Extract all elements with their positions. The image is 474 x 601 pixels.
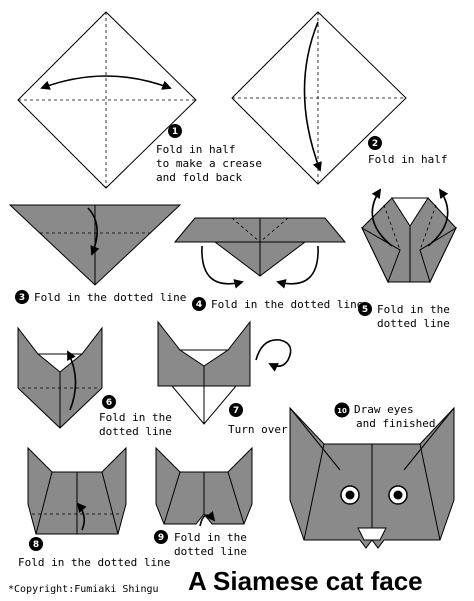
step-7-number: 7	[233, 406, 239, 416]
step-2-fold-arrow	[303, 21, 322, 172]
step-4-number-badge	[192, 297, 206, 311]
step-9-fold-arrow	[199, 511, 216, 527]
step-6-illustration	[17, 326, 103, 429]
step-8-text-line-1: Fold in the dotted line	[18, 556, 170, 569]
cat-left-pupil	[345, 490, 355, 500]
step-5-right-ear	[419, 226, 458, 284]
step-3-number-badge	[15, 290, 29, 304]
step-3-illustration	[8, 204, 182, 286]
step-9-illustration	[155, 446, 253, 527]
step-5-number-badge	[358, 302, 372, 316]
step-1-text-line-2: to make a crease	[156, 157, 262, 170]
step-4-text-line-1: Fold in the dotted line	[211, 298, 363, 311]
step-10-number-badge	[334, 402, 350, 418]
step-3-fold-arrow	[87, 207, 100, 256]
step-1-fold-arrow	[40, 75, 172, 90]
step-9-text-line-2: dotted line	[174, 545, 247, 558]
step-6-number: 6	[106, 398, 112, 408]
step-5-number: 5	[362, 305, 368, 315]
step-1-illustration	[17, 11, 197, 189]
step-6-text-line-1: Fold in the	[99, 411, 172, 424]
step-2-label: 2 Fold in half	[368, 136, 447, 166]
step-7-number-badge	[229, 403, 243, 417]
step-7-label: 7 Turn over	[228, 403, 288, 436]
cat-mouth	[357, 527, 387, 541]
step-7-illustration	[157, 320, 292, 425]
page-title: A Siamese cat face	[188, 566, 423, 596]
step-1-number-badge	[168, 124, 182, 138]
step-7-text-line-1: Turn over	[228, 423, 288, 436]
step-6-fold-arrow	[67, 350, 77, 411]
step-8-label: 8 Fold in the dotted line	[18, 537, 170, 569]
step-1-label: 1 Fold in half to make a crease and fold…	[156, 124, 262, 184]
step-5-text-line-1: Fold in the	[377, 303, 450, 316]
step-2-text-line-1: Fold in half	[368, 153, 447, 166]
step-2-illustration	[231, 11, 407, 185]
step-10-number: 10	[337, 407, 347, 415]
step-10-illustration	[289, 406, 455, 549]
step-5-center-flap	[391, 197, 429, 227]
step-4-label: 4 Fold in the dotted line	[192, 297, 363, 311]
step-1-number: 1	[172, 127, 178, 137]
step-6-label: 6 Fold in the dotted line	[99, 395, 172, 438]
step-5-text-line-2: dotted line	[377, 317, 450, 330]
step-6-text-line-2: dotted line	[99, 425, 172, 438]
step-8-illustration	[27, 446, 127, 535]
step-9-left-fold	[163, 471, 181, 525]
step-9-number-badge	[154, 530, 168, 544]
step-4-arrow-right	[276, 245, 319, 289]
step-4-number: 4	[196, 300, 202, 310]
step-4-arrow-left	[201, 245, 244, 289]
step-3-number: 3	[19, 293, 25, 303]
step-9-number: 9	[158, 533, 164, 543]
cat-face-right-fold	[419, 443, 441, 541]
step-5-left-ear	[360, 226, 401, 284]
step-9-right-fold	[227, 471, 245, 525]
cat-right-pupil	[393, 490, 403, 500]
step-8-right-fold	[101, 471, 119, 535]
step-2-number-badge	[368, 136, 382, 150]
step-10-text-line-1: Draw eyes	[354, 403, 414, 416]
step-4-crease-right	[259, 217, 289, 243]
step-10-label: 10 Draw eyes and finished	[334, 402, 435, 430]
cat-left-ear-fold	[289, 407, 341, 471]
step-4-crease-left	[231, 217, 261, 243]
step-5-crease-right	[419, 204, 437, 251]
cat-right-ear-fold	[403, 407, 455, 471]
step-8-number: 8	[33, 540, 39, 550]
step-5-illustration	[360, 188, 458, 284]
step-1-text-line-1: Fold in half	[156, 143, 235, 156]
step-9-label: 9 Fold in the dotted line	[154, 530, 247, 558]
step-8-fold-arrow	[76, 502, 87, 531]
cat-face-left-fold	[303, 443, 325, 541]
step-5-arrow-right	[427, 188, 449, 247]
copyright: *Copyright:Fumiaki Shingu	[8, 584, 159, 595]
step-3-text-line-1: Fold in the dotted line	[34, 291, 186, 304]
step-1-text-line-3: and fold back	[156, 171, 242, 184]
step-2-number: 2	[372, 139, 378, 149]
turn-over-arrow	[255, 339, 292, 372]
step-5-label: 5 Fold in the dotted line	[358, 302, 450, 330]
step-5-crease-left	[383, 204, 401, 251]
step-7-top-flap	[178, 349, 230, 367]
step-5-arrow-left	[371, 188, 393, 247]
step-3-label: 3 Fold in the dotted line	[15, 290, 186, 304]
step-4-illustration	[173, 217, 347, 289]
step-9-text-line-1: Fold in the	[174, 531, 247, 544]
step-8-left-fold	[35, 471, 53, 535]
step-6-number-badge	[102, 395, 116, 409]
step-10-text-line-2: and finished	[356, 417, 435, 430]
step-8-number-badge	[29, 537, 43, 551]
